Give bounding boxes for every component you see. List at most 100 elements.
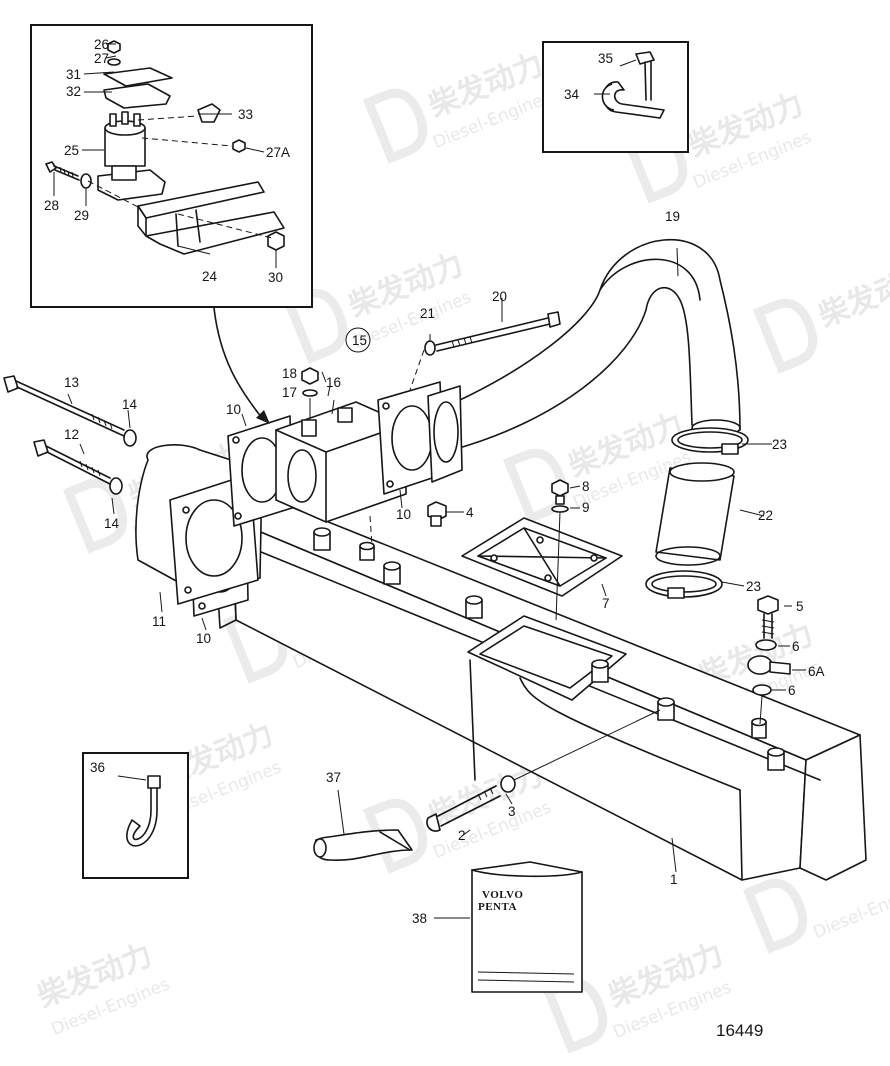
exhaust-hose-19 (437, 238, 741, 451)
callout-31: 31 (66, 67, 81, 82)
watermark: 柴发动力 Diesel-Engines (282, 247, 474, 364)
callout-27: 27 (94, 51, 109, 66)
bolt-13 (3, 375, 125, 437)
cover-plate-7 (461, 517, 623, 597)
washer-14-lower (109, 477, 123, 495)
callout-22: 22 (758, 508, 773, 523)
callout-24: 24 (202, 269, 218, 284)
callout-21: 21 (420, 306, 435, 321)
hose-clamp-23-upper (671, 427, 749, 455)
callout-17: 17 (282, 385, 297, 400)
washer-6-lower (752, 684, 772, 696)
hose-clamp-23-lower (645, 570, 723, 599)
screw-8 (551, 479, 569, 505)
rubber-sleeve-22 (655, 462, 735, 566)
callout-26: 26 (94, 37, 109, 52)
bracket-24 (137, 181, 285, 255)
pipe-stub-flange (427, 385, 463, 483)
screw-35 (635, 51, 655, 65)
callout-30: 30 (268, 270, 283, 285)
callout-10-right: 10 (396, 507, 411, 522)
nut-18 (301, 367, 319, 385)
washer-29 (80, 173, 92, 189)
callout-labels: 26 27 31 32 33 25 27A 28 29 24 30 35 34 … (44, 37, 825, 1040)
callout-28: 28 (44, 198, 59, 213)
washer-6-upper (755, 639, 777, 651)
callout-13: 13 (64, 375, 79, 390)
callout-6-lower: 6 (788, 683, 796, 698)
plug-4-leader (369, 515, 373, 547)
washer-3 (500, 775, 516, 793)
banjo-fitting-6A (747, 655, 791, 675)
bolt-12 (33, 439, 111, 485)
watermark: 柴发动力 Diesel-Engines (362, 47, 554, 164)
plug-4 (427, 501, 447, 527)
callout-37: 37 (326, 770, 341, 785)
callout-14-lower: 14 (104, 516, 120, 531)
callout-11: 11 (152, 614, 166, 629)
screw-28 (45, 161, 80, 181)
svg-text:柴发动力: 柴发动力 (814, 257, 890, 334)
callout-3: 3 (508, 804, 516, 819)
callout-15: 15 (352, 333, 367, 348)
nut-30 (267, 231, 285, 251)
callout-5: 5 (796, 599, 804, 614)
connector-33 (197, 103, 221, 123)
callout-1: 1 (670, 872, 678, 887)
callout-7: 7 (602, 596, 610, 611)
bolt-2-leader (513, 709, 661, 781)
brand-line-1: VOLVO (482, 889, 523, 901)
clamp-34 (601, 81, 665, 119)
callout-38: 38 (412, 911, 427, 926)
callout-4: 4 (466, 505, 474, 520)
washer-9 (551, 505, 569, 513)
washer-17 (302, 389, 318, 397)
callout-18: 18 (282, 366, 297, 381)
callout-14-upper: 14 (122, 397, 138, 412)
manifold-bosses (313, 527, 785, 771)
plate-31 (103, 67, 173, 87)
solenoid-25 (97, 111, 166, 201)
drawing-number: 16449 (716, 1021, 763, 1040)
callout-29: 29 (74, 208, 89, 223)
washer-21 (424, 340, 436, 356)
instruction-booklet-38: VOLVO PENTA (471, 861, 583, 993)
callout-12: 12 (64, 427, 79, 442)
cable-clip-36 (126, 775, 161, 847)
valve-housing-16 (275, 401, 407, 523)
callout-9: 9 (582, 500, 590, 515)
callout-8: 8 (582, 479, 590, 494)
callout-33: 33 (238, 107, 253, 122)
reference-circle-15 (345, 327, 371, 353)
inset-solenoid-assembly (30, 24, 313, 308)
callout-20: 20 (492, 289, 507, 304)
inset-reference-arrow (213, 307, 270, 424)
bolt-2 (426, 785, 501, 832)
nut-27A (232, 139, 246, 153)
exhaust-manifold-1 (213, 504, 867, 881)
callout-19: 19 (665, 209, 680, 224)
screw-5-leader (759, 695, 763, 725)
callout-2: 2 (458, 828, 466, 843)
paint-tube-37 (313, 829, 413, 862)
screw-5 (757, 595, 779, 639)
callout-23-upper: 23 (772, 437, 787, 452)
callout-10-middle: 10 (226, 402, 241, 417)
washer-14-upper (123, 429, 137, 447)
callout-6A: 6A (808, 664, 825, 679)
callout-23-lower: 23 (746, 579, 761, 594)
callout-25: 25 (64, 143, 79, 158)
leader-lines (53, 43, 806, 919)
washer-27 (107, 58, 121, 66)
callout-32: 32 (66, 84, 81, 99)
nut-26 (107, 40, 121, 54)
bolt-20 (435, 311, 561, 352)
callout-6-upper: 6 (792, 639, 800, 654)
inset-hose-clamp (542, 41, 689, 153)
callout-27A: 27A (266, 145, 290, 160)
inset-cable-clip (82, 752, 189, 879)
callout-10-left: 10 (196, 631, 211, 646)
callout-36: 36 (90, 760, 105, 775)
plate-32 (103, 83, 171, 109)
